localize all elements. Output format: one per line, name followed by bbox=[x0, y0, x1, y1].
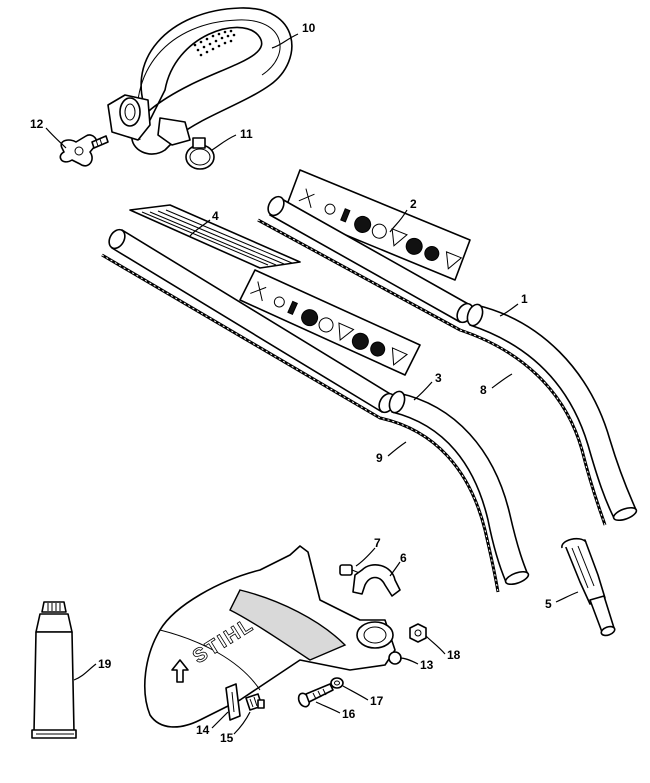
callout-5: 5 bbox=[545, 597, 552, 611]
callout-15: 15 bbox=[220, 731, 234, 745]
wing-screw bbox=[59, 134, 109, 167]
callout-6: 6 bbox=[400, 551, 407, 565]
callout-16: 16 bbox=[342, 707, 356, 721]
drive-cable-lower bbox=[101, 253, 500, 593]
loop-handle bbox=[107, 7, 293, 155]
curved-drive-tube-left bbox=[388, 390, 530, 586]
drive-cable-upper bbox=[257, 218, 607, 526]
handle-grip-dots bbox=[193, 29, 236, 57]
striped-decal bbox=[129, 204, 301, 269]
upper-drive-tube bbox=[267, 195, 474, 324]
guard-bolt bbox=[297, 683, 334, 708]
callout-8: 8 bbox=[480, 383, 487, 397]
hex-nut bbox=[409, 623, 427, 643]
callout-2: 2 bbox=[410, 197, 417, 211]
callout-17: 17 bbox=[370, 694, 384, 708]
callout-12: 12 bbox=[30, 117, 44, 131]
clamp-screw bbox=[339, 564, 363, 576]
hose-clamp bbox=[185, 137, 215, 170]
callout-14: 14 bbox=[196, 723, 210, 737]
deflector-guard: STIHL bbox=[144, 545, 402, 728]
warning-decal-lower bbox=[239, 269, 421, 376]
blade-screw bbox=[245, 693, 265, 711]
callout-11: 11 bbox=[240, 127, 253, 141]
callout-9: 9 bbox=[376, 451, 383, 465]
lower-drive-tube bbox=[108, 228, 396, 414]
washer bbox=[330, 677, 344, 689]
callout-labels: 10 11 12 2 4 1 8 3 9 5 7 6 13 18 17 16 1… bbox=[30, 21, 552, 745]
callout-7: 7 bbox=[374, 536, 381, 550]
warning-decal-upper bbox=[284, 169, 471, 281]
callout-19: 19 bbox=[98, 657, 112, 671]
cutting-blade bbox=[225, 683, 241, 721]
bearing-sleeve bbox=[561, 537, 616, 637]
callout-4: 4 bbox=[212, 209, 219, 223]
callout-18: 18 bbox=[447, 648, 461, 662]
tube-clamp bbox=[352, 564, 401, 597]
leader-lines bbox=[45, 33, 579, 735]
callout-10: 10 bbox=[302, 21, 316, 35]
callout-1: 1 bbox=[521, 292, 528, 306]
callout-3: 3 bbox=[435, 371, 442, 385]
callout-13: 13 bbox=[420, 658, 434, 672]
grease-tube bbox=[31, 601, 77, 739]
curved-drive-tube-right bbox=[466, 303, 638, 522]
